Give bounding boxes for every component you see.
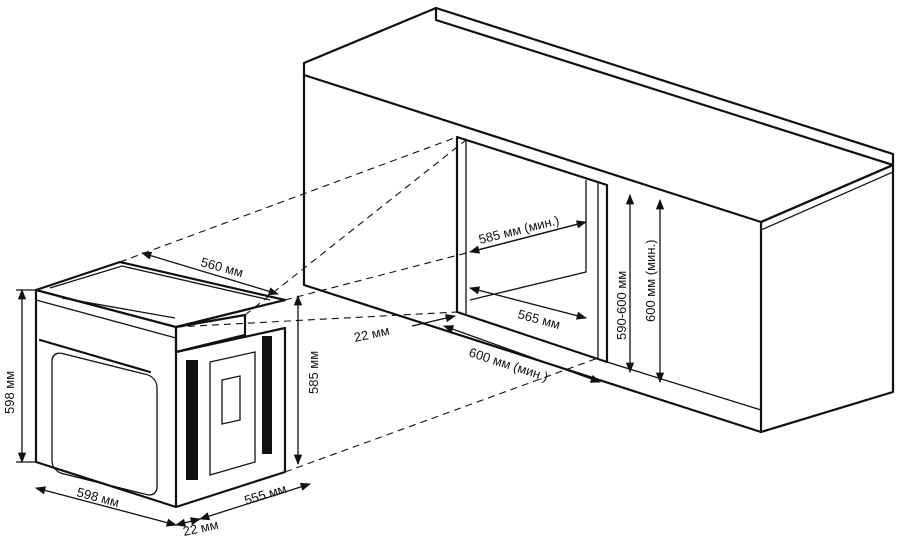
cabinet [302,6,895,434]
oven-top-rail2 [61,297,176,319]
oven-window [51,352,158,496]
oven-front [34,288,178,509]
label-oven-depth: 555 мм [242,481,288,508]
cabinet-side [759,163,895,434]
cabinet-side-edge [760,171,894,231]
dimension-labels: 598 мм 598 мм 22 мм 555 мм 585 мм 560 мм… [2,212,658,539]
oven-side-rail-left [186,360,198,480]
label-oven-front-thickness: 22 мм [182,517,220,539]
label-niche-height-range: 590-600 мм [614,271,629,340]
oven-side-panel [209,351,256,476]
dimension-lines [16,193,665,527]
oven-side-vent [221,375,241,425]
oven-control-box [174,313,247,354]
oven [34,260,287,509]
cabinet-top-back-edge [434,6,895,167]
label-niche-height-min: 600 мм (мин.) [643,240,658,322]
oven-handle [38,338,152,374]
label-oven-top-width: 560 мм [199,254,245,280]
label-niche-depth-top: 585 мм (мин.) [477,212,561,246]
oven-control-strip [35,299,177,339]
label-oven-side-height: 585 мм [306,351,321,394]
oven-side-rail-right [262,336,272,454]
label-oven-width: 598 мм [75,484,121,510]
label-cabinet-gap: 22 мм [353,323,391,345]
label-oven-height: 598 мм [2,371,17,414]
